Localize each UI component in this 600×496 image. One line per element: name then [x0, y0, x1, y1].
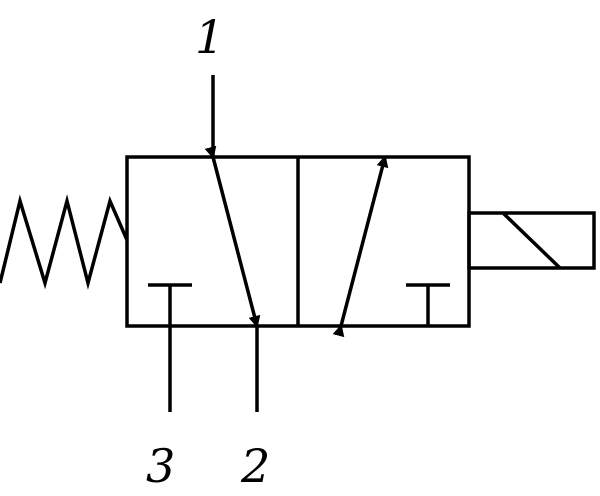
solenoid-coil-line [501, 211, 562, 270]
solenoid-actuator [467, 211, 596, 270]
flow-arrow-left-position [204, 145, 261, 328]
spring-actuator [0, 194, 129, 290]
port-2-label: 2 [240, 439, 270, 493]
flow-arrow-right-position [332, 155, 389, 338]
port-3-label: 3 [146, 439, 175, 493]
port-1-label: 1 [195, 10, 224, 64]
